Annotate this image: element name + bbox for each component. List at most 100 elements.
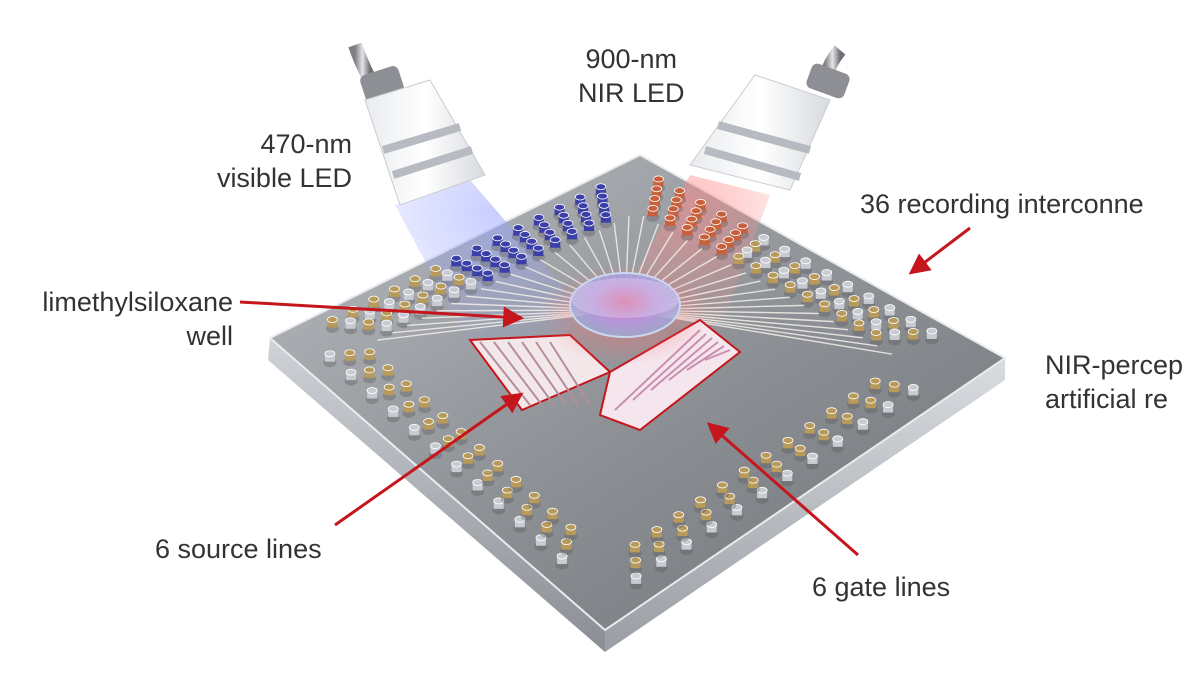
pin (323, 350, 337, 368)
source-arrow (334, 392, 524, 527)
gate-line (632, 333, 707, 401)
source-line (535, 341, 579, 406)
pin (488, 255, 502, 273)
pin (697, 233, 711, 251)
pin (680, 224, 694, 241)
pin (650, 526, 664, 543)
pdms-arrow (239, 300, 525, 328)
pin (793, 444, 807, 462)
pin (808, 273, 822, 291)
pin (509, 475, 523, 493)
visible-led-label-line2: visible LED (216, 163, 352, 193)
pin (759, 256, 773, 274)
transistor-line-stripes (479, 329, 731, 411)
retina-label-line1: NIR-percep (1045, 350, 1184, 380)
pin (818, 300, 832, 318)
pin (599, 211, 613, 229)
pin (520, 503, 534, 521)
pdms-well-rim (570, 278, 680, 318)
pin (479, 250, 493, 268)
pin (492, 497, 506, 515)
pin (672, 511, 686, 529)
pin (464, 277, 478, 295)
pin (783, 281, 797, 299)
pin (925, 327, 939, 345)
pin (869, 329, 883, 346)
pin (441, 435, 455, 453)
pin (450, 460, 464, 478)
pin (402, 288, 416, 306)
source-line (493, 341, 543, 406)
pin (418, 396, 432, 414)
nir-led-label-line2: NIR LED (578, 78, 685, 108)
pin (362, 318, 376, 336)
pin (500, 486, 514, 504)
pin (429, 265, 443, 282)
pin (694, 496, 708, 514)
pin (559, 538, 573, 556)
pin (831, 435, 845, 453)
pin (471, 479, 485, 496)
pin (715, 481, 729, 499)
pin (906, 328, 920, 345)
source-line (549, 341, 591, 406)
source-lines-label: 6 source lines (155, 534, 322, 564)
pin (646, 204, 660, 222)
pin (749, 262, 763, 280)
pin (472, 444, 486, 461)
pin (806, 452, 819, 470)
nir-led-label: 900-nm NIR LED (578, 42, 685, 110)
pin (380, 319, 394, 337)
source-line (507, 341, 555, 406)
pin (534, 534, 548, 552)
pin (325, 316, 339, 334)
pin (729, 229, 743, 247)
visible-led-device (348, 42, 486, 206)
pin (746, 476, 760, 494)
pin (680, 538, 693, 556)
pin (868, 377, 882, 395)
pin (906, 384, 920, 401)
pin (856, 418, 870, 436)
pin (461, 452, 475, 470)
pin (699, 508, 713, 526)
pdms-well-label-line1: limethylsiloxane (42, 287, 233, 317)
pdms-well-label-line2: well (186, 321, 233, 351)
pin (399, 380, 413, 398)
pin (705, 521, 719, 539)
pin (402, 400, 416, 418)
pin (449, 254, 463, 272)
pin (715, 243, 729, 260)
retina-label: NIR-percep artificial re (1045, 348, 1183, 416)
pin (778, 245, 792, 263)
pin (434, 282, 448, 300)
pdms-well-label: limethylsiloxane well (0, 285, 233, 353)
pin (422, 418, 436, 435)
pin (582, 219, 596, 237)
substrate-left-side (268, 338, 605, 652)
pin (481, 469, 495, 487)
retina-label-line2: artificial re (1045, 384, 1169, 414)
substrate-right-side (605, 358, 1005, 652)
pin (629, 572, 643, 590)
pin (841, 280, 855, 298)
pin (498, 261, 512, 279)
pin (531, 244, 545, 262)
pin (730, 503, 744, 521)
pin (852, 319, 866, 337)
pin (846, 392, 860, 410)
pin (770, 460, 784, 478)
pin (766, 271, 780, 289)
pin (820, 269, 834, 287)
gate-line (704, 349, 731, 361)
pin (732, 252, 746, 270)
pin (382, 383, 396, 401)
pin (676, 524, 690, 542)
pin (362, 366, 376, 384)
pin (755, 486, 769, 504)
pin (723, 492, 737, 510)
pin (540, 521, 554, 538)
pin (447, 286, 461, 304)
pin (527, 491, 541, 509)
